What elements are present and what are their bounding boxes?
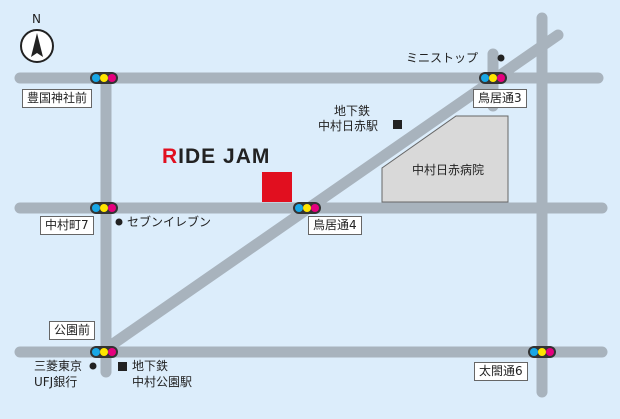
subway-nisseki-line2: 中村日赤駅 — [318, 119, 379, 133]
intersection-label-koenmae: 公園前 — [49, 321, 96, 340]
north-arrow-icon — [31, 33, 43, 57]
bank-line1: 三菱東京 — [34, 359, 83, 373]
signal-torii4 — [293, 202, 321, 214]
road-diagonal — [104, 29, 564, 352]
subway-koen-square-icon — [118, 362, 127, 371]
intersection-label-torii3: 鳥居通3 — [473, 89, 527, 108]
compass-label: N — [32, 12, 41, 26]
intersection-label-toyokuni: 豊国神社前 — [22, 89, 93, 108]
signal-koenmae — [90, 346, 118, 358]
ministop-label: ミニストップ — [406, 51, 479, 65]
destination-title: RIDE JAM — [162, 145, 270, 169]
subway-koen-line2: 中村公園駅 — [132, 375, 193, 389]
subway-nisseki-line1: 地下鉄 — [334, 104, 371, 118]
hospital-building — [381, 115, 509, 203]
bank-line2: UFJ銀行 — [34, 375, 78, 389]
destination-marker — [262, 172, 292, 202]
title-first-letter: R — [162, 145, 179, 168]
signal-toyokuni — [90, 72, 118, 84]
subway-nisseki-square-icon — [393, 120, 402, 129]
ministop-dot-icon — [497, 54, 505, 62]
bank-dot-icon — [89, 362, 97, 370]
signal-taiko6 — [528, 346, 556, 358]
signal-nakamuracho7 — [90, 202, 118, 214]
seven-label: セブンイレブン — [127, 215, 212, 229]
seven-dot-icon — [115, 218, 123, 226]
signal-torii3 — [479, 72, 507, 84]
intersection-label-torii4: 鳥居通4 — [308, 216, 362, 235]
intersection-label-taiko6: 太閤通6 — [474, 362, 528, 381]
intersection-label-nakamuracho7: 中村町7 — [40, 216, 94, 235]
title-rest: IDE JAM — [178, 145, 271, 168]
hospital-label: 中村日赤病院 — [412, 163, 485, 177]
subway-koen-line1: 地下鉄 — [132, 359, 169, 373]
